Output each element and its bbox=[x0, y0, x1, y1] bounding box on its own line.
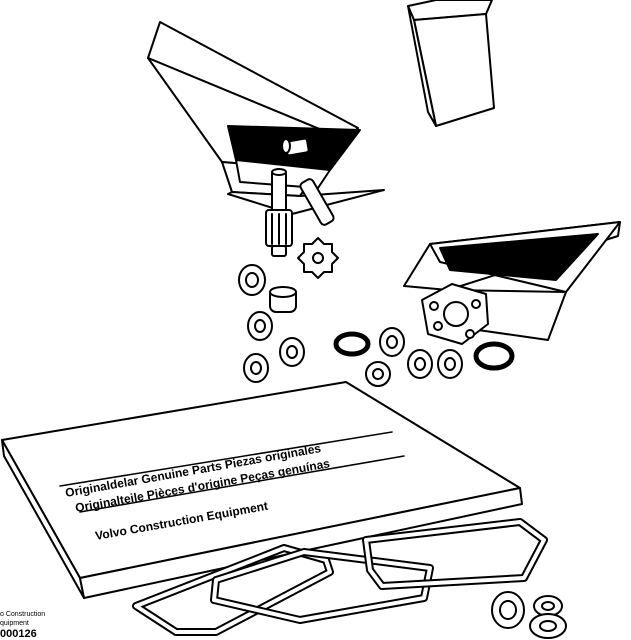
closed-parts-box bbox=[407, 0, 495, 127]
parts-catalogue-book bbox=[1, 381, 523, 599]
caption-brand-line-2: quipment bbox=[0, 620, 29, 627]
drive-shaft bbox=[265, 168, 293, 257]
washer-rings-left bbox=[238, 264, 305, 383]
bushing-pin bbox=[281, 137, 310, 157]
flange-gasket bbox=[421, 283, 489, 345]
gear-wheel bbox=[297, 237, 339, 279]
open-parts-box-left bbox=[147, 21, 385, 215]
o-rings-right bbox=[333, 327, 515, 387]
seal-bearings bbox=[491, 591, 567, 639]
caption-image-code: 000126 bbox=[0, 628, 37, 640]
rectangular-gaskets bbox=[132, 518, 548, 636]
open-parts-box-right bbox=[403, 221, 621, 341]
pin-rod bbox=[299, 178, 335, 226]
caption-brand-line-1: o Construction bbox=[0, 611, 46, 618]
